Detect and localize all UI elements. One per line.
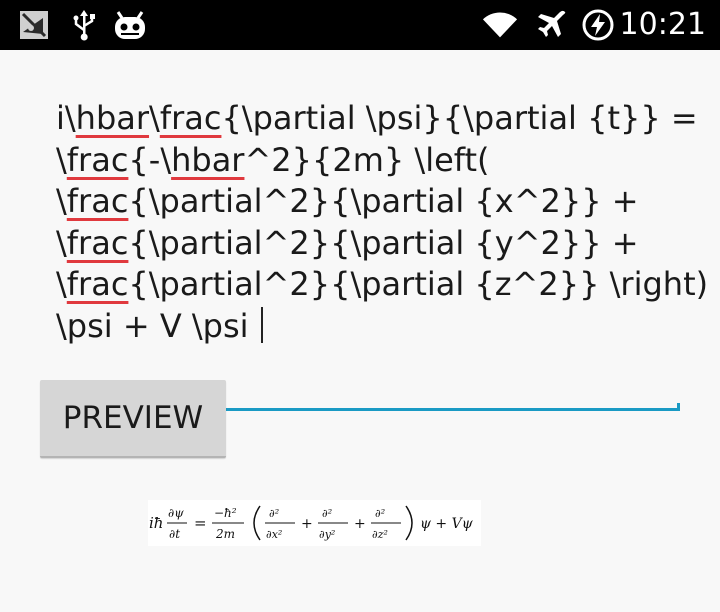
wifi-icon (482, 8, 518, 42)
misspelled-word[interactable]: frac (66, 223, 129, 262)
usb-icon (66, 8, 102, 42)
cyanogen-mascot-icon (112, 8, 148, 42)
formula-lhs-den: ∂t (169, 527, 180, 541)
formula-coef-num: −ħ² (214, 506, 237, 520)
formula-term-z-den: ∂z² (372, 528, 388, 541)
formula-coef-den: 2m (215, 527, 235, 541)
formula-term-y-num: ∂² (322, 507, 332, 520)
airplane-icon (534, 8, 570, 42)
formula-left-paren (253, 505, 261, 541)
editor-line: \frac{\partial^2}{\partial {y^2}} + (56, 223, 639, 262)
editor-line: \frac{-\hbar^2}{2m} \left( (56, 140, 490, 179)
formula-term-z-num: ∂² (375, 507, 385, 520)
misspelled-word[interactable]: frac (66, 182, 129, 220)
latex-input-text[interactable]: i\hbar\frac{\partial \psi}{\partial {t}}… (56, 98, 709, 348)
status-bar: 10:21 (0, 0, 720, 50)
editor-line: \frac{\partial^2}{\partial {x^2}} + (56, 182, 639, 220)
formula-term-x-den: ∂x² (266, 528, 282, 541)
editor-line: \frac{\partial^2}{\partial {z^2}} \right… (56, 265, 709, 303)
preview-button[interactable]: PREVIEW (40, 380, 226, 458)
formula-preview-image: iħ ∂ψ ∂t = −ħ² 2m ∂² ∂x² + ∂² ∂y² + ∂² (148, 500, 481, 546)
no-sim-icon (16, 8, 52, 42)
formula-equals: = (194, 514, 207, 532)
app-content: i\hbar\frac{\partial \psi}{\partial {t}}… (0, 50, 720, 612)
formula-plus: + (301, 516, 313, 532)
clock: 10:21 (619, 7, 706, 42)
formula-tail: ψ + Vψ (420, 516, 474, 532)
formula-right-paren (405, 505, 413, 541)
latex-input-field[interactable]: i\hbar\frac{\partial \psi}{\partial {t}}… (40, 98, 709, 414)
editor-line: i\hbar\frac{\partial \psi}{\partial {t}}… (56, 99, 698, 137)
formula-term-y-den: ∂y² (319, 528, 335, 541)
text-cursor (260, 306, 263, 343)
misspelled-word[interactable]: hbar (75, 99, 150, 137)
charging-battery-icon (580, 8, 616, 42)
formula-lhs-num: ∂ψ (168, 506, 184, 520)
misspelled-word[interactable]: frac (66, 140, 129, 179)
misspelled-word[interactable]: frac (66, 265, 129, 303)
misspelled-word[interactable]: frac (159, 99, 222, 137)
misspelled-word[interactable]: hbar (171, 140, 245, 179)
formula-plus: + (354, 516, 366, 532)
editor-line: \psi + V \psi (56, 306, 672, 348)
formula-lhs-prefix: iħ (149, 514, 163, 532)
formula-term-x-num: ∂² (269, 507, 279, 520)
